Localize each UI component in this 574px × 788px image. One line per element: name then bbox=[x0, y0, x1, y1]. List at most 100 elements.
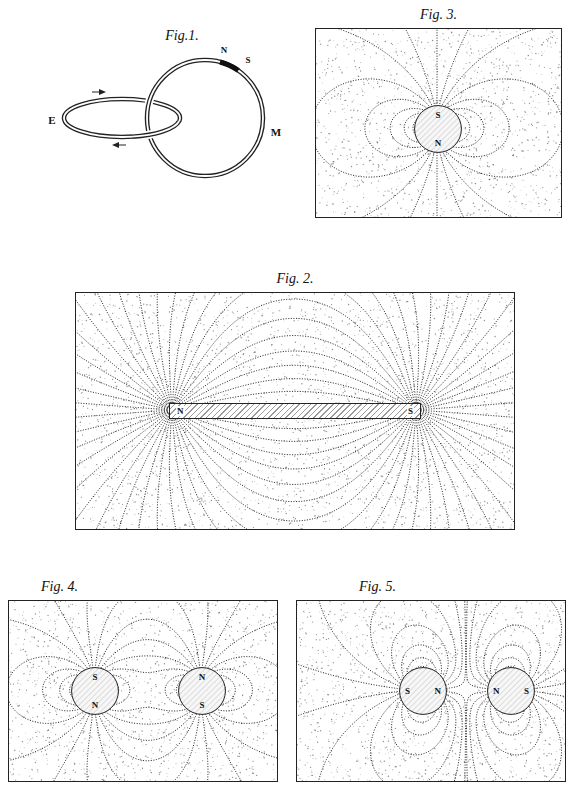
current-arrow bbox=[112, 142, 119, 148]
ring-gap bbox=[132, 121, 179, 136]
iron-filing bbox=[346, 139, 348, 141]
iron-filing bbox=[174, 511, 176, 513]
iron-filing bbox=[413, 491, 414, 492]
iron-filing bbox=[399, 463, 400, 464]
iron-filing bbox=[510, 185, 511, 186]
iron-filing bbox=[377, 215, 378, 216]
iron-filing bbox=[319, 40, 320, 41]
iron-filing bbox=[538, 214, 540, 216]
iron-filing bbox=[396, 52, 397, 53]
iron-filing bbox=[508, 87, 509, 88]
iron-filing bbox=[513, 45, 515, 47]
iron-filing bbox=[437, 55, 439, 57]
iron-filing bbox=[201, 499, 202, 500]
iron-filing bbox=[512, 188, 514, 190]
iron-filing bbox=[474, 206, 475, 207]
iron-filing bbox=[113, 493, 114, 494]
iron-filing bbox=[310, 373, 312, 375]
iron-filing bbox=[372, 331, 374, 333]
iron-filing bbox=[551, 192, 552, 193]
iron-filing bbox=[428, 75, 430, 77]
iron-filing bbox=[357, 154, 359, 156]
iron-filing bbox=[343, 202, 344, 203]
iron-filing bbox=[475, 393, 476, 394]
iron-filing bbox=[373, 66, 375, 68]
iron-filing bbox=[318, 185, 319, 186]
iron-filing bbox=[130, 347, 131, 348]
iron-filing bbox=[396, 169, 397, 170]
iron-filing bbox=[316, 162, 317, 164]
iron-filing bbox=[353, 362, 355, 364]
iron-filing bbox=[355, 68, 357, 70]
iron-filing bbox=[492, 353, 493, 354]
iron-filing bbox=[495, 466, 497, 468]
iron-filing bbox=[134, 312, 136, 314]
iron-filing bbox=[418, 101, 419, 102]
iron-filing bbox=[327, 64, 328, 65]
iron-filing bbox=[550, 109, 552, 111]
iron-filing bbox=[325, 93, 326, 94]
iron-filing bbox=[85, 478, 86, 479]
iron-filing bbox=[535, 137, 536, 138]
iron-filing bbox=[418, 37, 419, 38]
iron-filing bbox=[532, 139, 533, 140]
iron-filing bbox=[325, 127, 327, 129]
iron-filing bbox=[353, 425, 355, 427]
iron-filing bbox=[316, 96, 317, 98]
iron-filing bbox=[560, 183, 561, 184]
iron-filing bbox=[101, 319, 102, 320]
iron-filing bbox=[304, 420, 306, 422]
iron-filing bbox=[502, 103, 503, 104]
iron-filing bbox=[366, 467, 367, 468]
iron-filing bbox=[555, 92, 556, 93]
iron-filing bbox=[522, 205, 524, 207]
iron-filing bbox=[351, 101, 352, 102]
iron-filing bbox=[251, 333, 252, 334]
iron-filing bbox=[336, 330, 337, 331]
iron-filing bbox=[395, 61, 396, 62]
iron-filing bbox=[351, 156, 352, 157]
iron-filing bbox=[529, 49, 530, 50]
iron-filing bbox=[119, 350, 121, 352]
iron-filing bbox=[372, 118, 374, 120]
iron-filing bbox=[374, 112, 375, 113]
iron-filing bbox=[361, 88, 363, 90]
iron-filing bbox=[367, 464, 368, 465]
iron-filing bbox=[375, 41, 377, 43]
iron-filing bbox=[481, 106, 483, 108]
iron-filing bbox=[456, 366, 457, 367]
iron-filing bbox=[324, 90, 326, 92]
iron-filing bbox=[330, 166, 331, 167]
iron-filing bbox=[470, 171, 471, 172]
iron-filing bbox=[359, 185, 360, 186]
iron-filing bbox=[285, 331, 286, 332]
iron-filing bbox=[532, 100, 534, 102]
iron-filing bbox=[561, 133, 562, 134]
iron-filing bbox=[465, 319, 466, 320]
iron-filing bbox=[530, 210, 531, 211]
iron-filing bbox=[387, 482, 388, 483]
iron-filing bbox=[488, 96, 489, 97]
iron-filing bbox=[192, 340, 193, 341]
iron-filing bbox=[459, 405, 460, 406]
iron-filing bbox=[509, 201, 510, 202]
iron-filing bbox=[434, 461, 436, 463]
iron-filing bbox=[530, 96, 531, 97]
iron-filing bbox=[365, 101, 367, 103]
iron-filing bbox=[458, 75, 460, 77]
iron-filing bbox=[255, 397, 257, 399]
iron-filing bbox=[355, 315, 356, 316]
iron-filing bbox=[423, 202, 424, 203]
iron-filing bbox=[342, 141, 343, 142]
iron-filing bbox=[534, 40, 536, 42]
iron-filing bbox=[470, 84, 471, 85]
iron-filing bbox=[399, 420, 400, 421]
iron-filing bbox=[546, 45, 548, 47]
iron-filing bbox=[425, 87, 426, 88]
iron-filing bbox=[538, 203, 539, 204]
iron-filing bbox=[383, 195, 384, 196]
iron-filing bbox=[351, 29, 352, 30]
iron-filing bbox=[316, 137, 317, 138]
iron-filing bbox=[350, 122, 352, 124]
iron-filing bbox=[509, 64, 510, 65]
